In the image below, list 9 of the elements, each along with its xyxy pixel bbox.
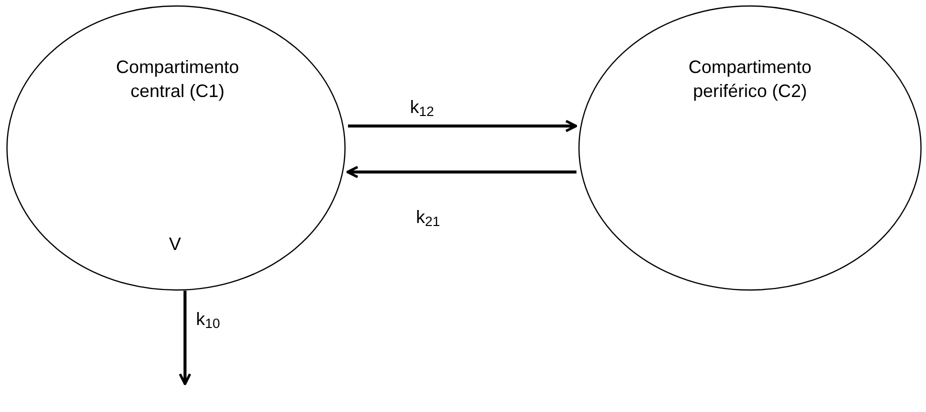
edge-label: k$_{21}$ <box>416 206 440 231</box>
compartment-label: V <box>168 233 182 256</box>
edge-label: k$_{10}$ <box>196 308 220 333</box>
compartment-label: Compartimento central (C1) <box>114 56 240 103</box>
edge-label: k$_{12}$ <box>410 96 434 121</box>
arrow <box>348 120 578 132</box>
compartment-label: Compartimento periférico (C2) <box>687 56 813 103</box>
arrow <box>346 166 576 178</box>
arrow <box>178 290 192 386</box>
